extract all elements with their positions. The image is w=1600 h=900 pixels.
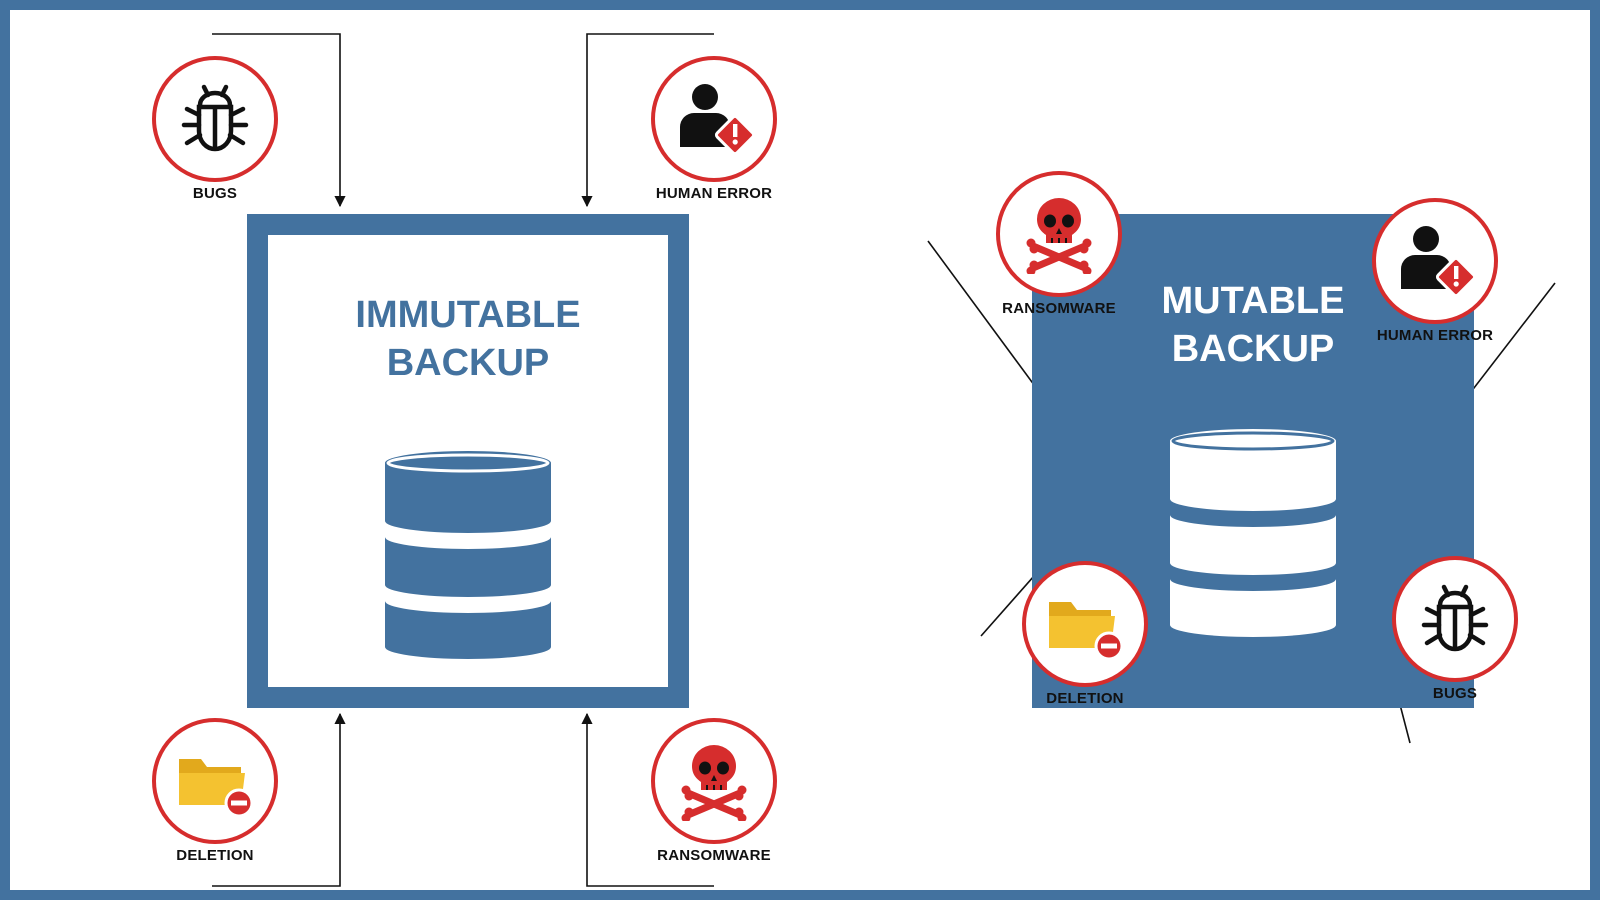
threat-ransomware: RANSOMWARE [614, 718, 814, 886]
threat-deletion: DELETION [985, 561, 1185, 729]
threat-human-error: HUMAN ERROR [1335, 198, 1535, 366]
threat-ransomware-label: RANSOMWARE [1002, 300, 1116, 317]
immutable-title-line1: IMMUTABLE [355, 294, 581, 336]
threat-deletion-label: DELETION [176, 847, 254, 864]
threat-ransomware-label: RANSOMWARE [657, 847, 771, 864]
threat-bugs-label: BUGS [192, 185, 238, 202]
database-icon [385, 451, 551, 659]
skull-crossbones-icon [1026, 198, 1092, 274]
threat-human-error: HUMAN ERROR [614, 56, 814, 224]
threat-human-error-ring [1372, 198, 1498, 324]
folder-delete-icon [1049, 602, 1124, 661]
database-icon [1170, 429, 1336, 637]
mutable-title-line1: MUTABLE [1161, 280, 1345, 322]
threat-ransomware: RANSOMWARE [959, 171, 1159, 339]
threat-human-error-ring [651, 56, 777, 182]
threat-deletion-ring [152, 718, 278, 844]
bug-icon [1421, 584, 1489, 652]
threat-bugs-label: BUGS [1432, 685, 1478, 702]
folder-delete-icon [179, 759, 254, 818]
threat-ransomware-ring [651, 718, 777, 844]
mutable-backup-title: MUTABLE BACKUP [1032, 277, 1474, 373]
threat-human-error-label: HUMAN ERROR [655, 185, 773, 202]
user-warning-icon [1401, 226, 1475, 298]
skull-crossbones-icon [681, 745, 747, 821]
threat-deletion-ring [1022, 561, 1148, 687]
threat-ransomware-ring [996, 171, 1122, 297]
threat-bugs: BUGS [115, 56, 315, 224]
threat-deletion: DELETION [115, 718, 315, 886]
threat-bugs: BUGS [1355, 556, 1555, 724]
user-warning-icon [680, 84, 754, 156]
threat-human-error-label: HUMAN ERROR [1376, 327, 1494, 344]
bug-icon [181, 84, 249, 152]
threat-deletion-label: DELETION [1046, 690, 1124, 707]
threat-bugs-ring [1392, 556, 1518, 682]
immutable-title-line2: BACKUP [386, 342, 550, 384]
mutable-title-line2: BACKUP [1171, 328, 1335, 370]
immutable-backup-panel: IMMUTABLE BACKUP [247, 214, 689, 708]
threat-bugs-ring [152, 56, 278, 182]
immutable-backup-title: IMMUTABLE BACKUP [268, 291, 668, 387]
